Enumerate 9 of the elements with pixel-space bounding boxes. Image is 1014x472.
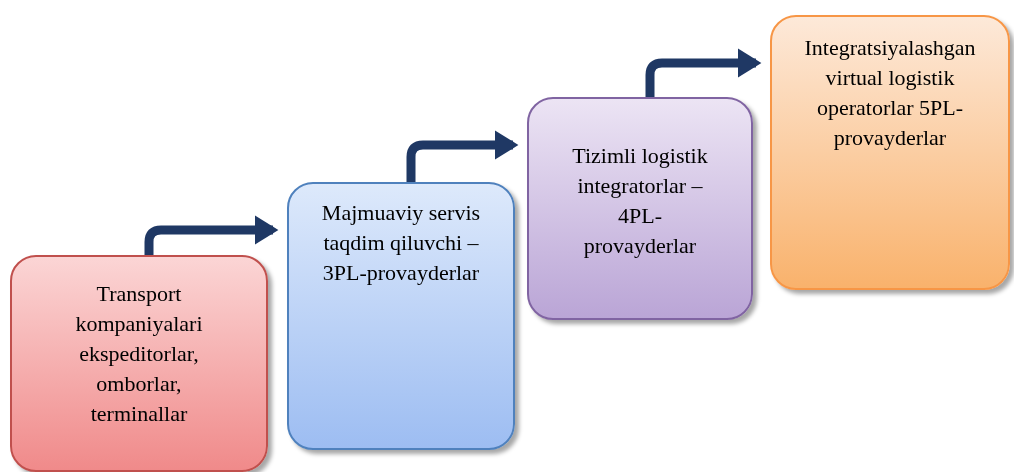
box-text: Transport kompaniyalari ekspeditorlar, omborlar, terminallar [74,280,204,428]
process-box [527,97,753,320]
process-box [287,182,515,450]
box-text: Integratsiyalashgan virtual logistik operatorlar 5PL-provayderlar [803,34,977,152]
box-text: Majmuaviy servis taqdim qiluvchi – 3PL-provayderlar [320,199,482,287]
box-text: Tizimli logistik integratorlar – 4PL-provayderlar [571,142,709,260]
arrow [144,215,279,255]
process-box [770,15,1010,290]
process-box [10,255,268,472]
